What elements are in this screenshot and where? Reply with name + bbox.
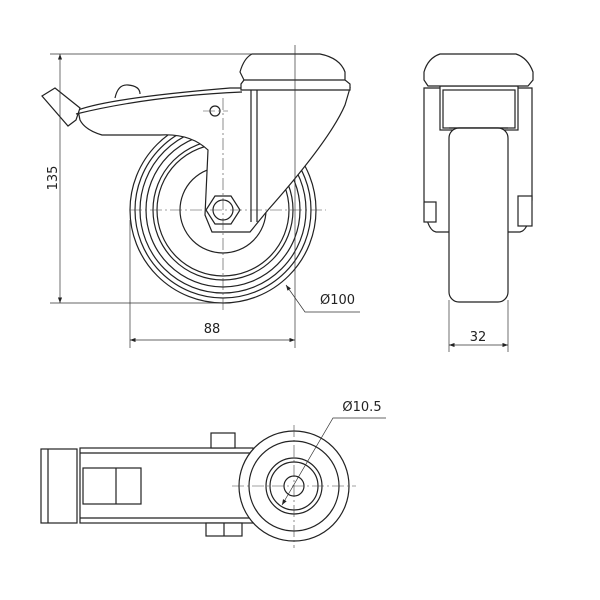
bottom-view: Ø10.5 xyxy=(40,400,386,548)
fork xyxy=(77,87,351,233)
width-label: 88 xyxy=(204,322,221,337)
side-view: 32 xyxy=(423,53,534,352)
front-view xyxy=(41,53,351,310)
top-nut xyxy=(210,432,236,449)
side-top-mount xyxy=(423,53,534,87)
dimension-width: 88 xyxy=(129,45,296,348)
height-label: 135 xyxy=(46,166,61,191)
brake-lever xyxy=(41,87,81,127)
bolt-hole-diameter-label: Ø10.5 xyxy=(342,400,381,415)
left-bolt xyxy=(423,201,437,223)
wheel-width-label: 32 xyxy=(470,330,487,345)
wheel-diameter-label: Ø100 xyxy=(320,293,355,308)
dimension-wheel-diameter: Ø100 xyxy=(285,284,360,313)
right-nut xyxy=(517,195,533,227)
dimension-height: 135 xyxy=(46,53,300,304)
brake-knob xyxy=(114,84,141,99)
fork-arm xyxy=(79,447,254,524)
brake-pad xyxy=(40,448,78,524)
side-wheel xyxy=(448,127,509,303)
